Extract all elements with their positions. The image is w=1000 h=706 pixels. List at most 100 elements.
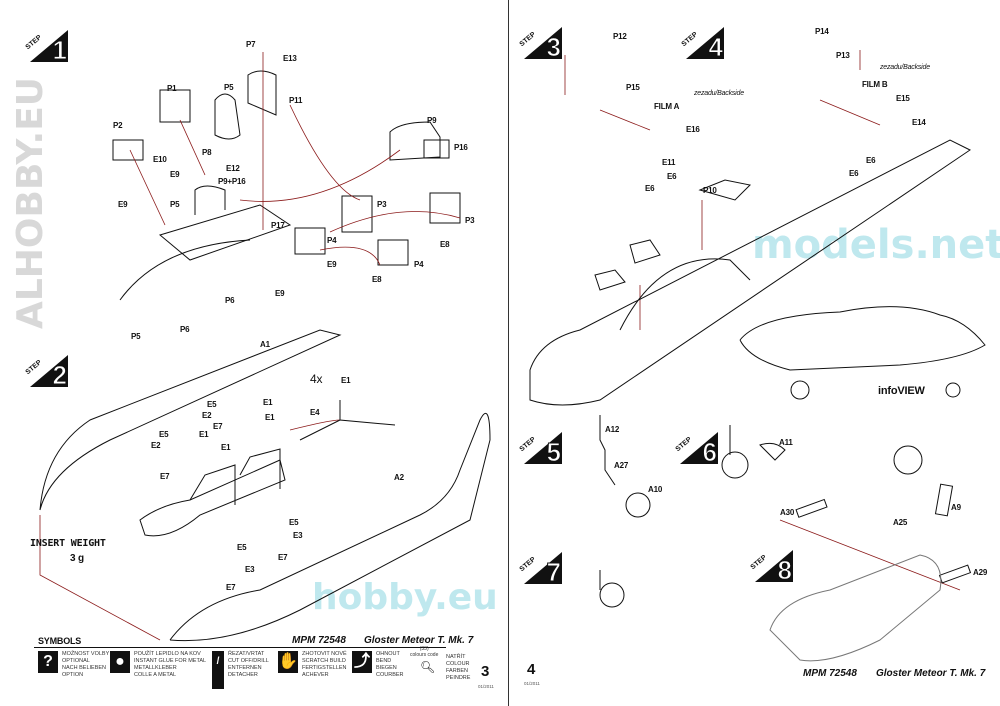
- part-label: E1: [263, 398, 273, 407]
- part-label: E7: [160, 472, 170, 481]
- kit-name: Gloster Meteor T. Mk. 7: [364, 635, 474, 646]
- part-label: P12: [613, 32, 627, 41]
- part-label: E16: [686, 125, 700, 134]
- part-label: P3: [465, 216, 475, 225]
- part-label: A30: [780, 508, 795, 517]
- fuselage-left-half: [39, 329, 491, 642]
- symbol-text: ZHOTOVIT NOVÉ SCRATCH BUILD FERTIGSTELLE…: [302, 651, 347, 678]
- footer-rule: [34, 647, 446, 648]
- part-label: E6: [667, 172, 677, 181]
- part-label: E14: [912, 118, 926, 127]
- step-number: 7: [546, 557, 562, 587]
- step-number: 4: [708, 32, 724, 62]
- part-label: E8: [440, 240, 450, 249]
- step-number: 8: [777, 555, 793, 585]
- part-label: E6: [645, 184, 655, 193]
- part-label: P16: [454, 143, 468, 152]
- step-number: 5: [546, 437, 562, 467]
- part-label: E7: [213, 422, 223, 431]
- insert-weight-label: INSERT WEIGHT: [30, 538, 106, 549]
- step-number: 6: [702, 437, 718, 467]
- leader-lines: [39, 50, 961, 641]
- symbol-glue: ●POUŽÍT LEPIDLO NA KOV INSTANT GLUE FOR …: [110, 651, 206, 679]
- part-label: P7: [246, 40, 256, 49]
- part-label: P13: [836, 51, 850, 60]
- part-label: P1: [167, 84, 177, 93]
- part-label: E11: [662, 158, 676, 167]
- part-label: A29: [973, 568, 988, 577]
- part-label: P17: [271, 221, 285, 230]
- part-label: A1: [260, 340, 270, 349]
- drop-icon: ●: [110, 651, 130, 673]
- part-label: E1: [199, 430, 209, 439]
- part-label: P3: [377, 200, 387, 209]
- bend-icon: ⤴: [352, 651, 372, 673]
- part-label: P9+P16: [218, 177, 246, 186]
- symbol-bend: ⤴OHNOUT BEND BIEGEN COURBER: [352, 651, 404, 679]
- part-label: A25: [893, 518, 908, 527]
- cockpit-parts: [112, 70, 461, 301]
- part-label: P4: [414, 260, 424, 269]
- landing-gear-parts: [599, 415, 972, 662]
- page-date-right: 01/2011: [524, 681, 540, 686]
- part-label: A11: [779, 438, 793, 447]
- part-label: E1: [221, 443, 231, 452]
- symbol-cut: /ŘEZAT/VRTAT CUT OFF/DRILL ENTFERNEN DET…: [212, 651, 269, 689]
- watermark: hobby.eu: [312, 577, 498, 618]
- part-label: P5: [224, 83, 234, 92]
- question-icon: ?: [38, 651, 58, 673]
- insert-weight-value: 3 g: [70, 553, 84, 564]
- symbol-scratch-build: ✋ZHOTOVIT NOVÉ SCRATCH BUILD FERTIGSTELL…: [278, 651, 347, 679]
- symbol-optional: ?MOŽNOST VOLBY OPTIONAL NACH BELIEBEN OP…: [38, 651, 109, 679]
- part-label: E5: [289, 518, 299, 527]
- page-number-left: 3: [481, 663, 490, 680]
- part-label: E9: [327, 260, 337, 269]
- part-label: E7: [278, 553, 288, 562]
- part-label: E2: [151, 441, 161, 450]
- part-label: E9: [170, 170, 180, 179]
- kit-code: MPM 72548: [292, 635, 346, 646]
- part-label: P11: [289, 96, 303, 105]
- part-label: P10: [703, 186, 717, 195]
- part-label: E6: [849, 169, 859, 178]
- part-label: P4: [327, 236, 337, 245]
- part-label: E1: [341, 376, 351, 385]
- part-label: E3: [245, 565, 255, 574]
- part-label: E5: [237, 543, 247, 552]
- symbol-text: OHNOUT BEND BIEGEN COURBER: [376, 651, 404, 678]
- part-label: E5: [159, 430, 169, 439]
- backside-note: zezadu/Backside: [880, 64, 930, 71]
- part-label: E4: [310, 408, 320, 417]
- part-label: E7: [226, 583, 236, 592]
- part-label: P2: [113, 121, 123, 130]
- part-label: FILM A: [654, 102, 680, 111]
- part-label: E15: [896, 94, 910, 103]
- info-view-drawing: [739, 306, 986, 400]
- part-label: E9: [275, 289, 285, 298]
- step-number: 3: [546, 32, 562, 62]
- colour-code-label: (33) colours code: [410, 646, 439, 658]
- page-divider: [508, 0, 509, 706]
- part-label: A9: [951, 503, 961, 512]
- part-label: E12: [226, 164, 240, 173]
- watermark: models.net: [752, 222, 1000, 268]
- part-label: E9: [118, 200, 128, 209]
- symbol-text: ŘEZAT/VRTAT CUT OFF/DRILL ENTFERNEN DETA…: [228, 651, 269, 678]
- symbol-text: POUŽÍT LEPIDLO NA KOV INSTANT GLUE FOR M…: [134, 651, 207, 678]
- backside-note: zezadu/Backside: [694, 90, 744, 97]
- page-number-right: 4: [527, 661, 536, 678]
- info-view-label: infoVIEW: [878, 385, 925, 397]
- part-label: E2: [202, 411, 212, 420]
- part-label: E5: [207, 400, 217, 409]
- hand-icon: ✋: [278, 651, 298, 673]
